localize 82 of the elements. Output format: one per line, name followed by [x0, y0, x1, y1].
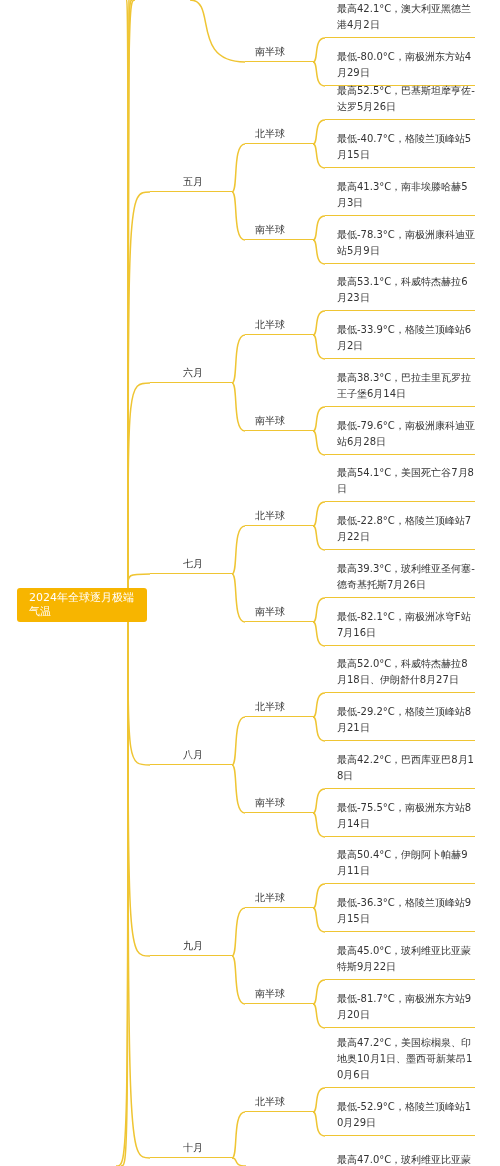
- month-label: 六月: [150, 366, 232, 383]
- record-label: 最低-22.8°C，格陵兰顶峰站7月22日: [325, 513, 475, 550]
- record-label: 最高39.3°C，玻利维亚圣何塞-德奇基托斯7月26日: [325, 561, 475, 598]
- connector-line: [231, 955, 246, 1005]
- connector-line: [312, 215, 326, 241]
- connector-line: [189, 0, 246, 63]
- connector-line: [312, 430, 326, 456]
- connector-line: [231, 525, 246, 575]
- month-label: 八月: [150, 748, 232, 765]
- connector-line: [231, 1157, 247, 1166]
- record-label: 最高53.1°C，科威特杰赫拉6月23日: [325, 274, 475, 311]
- connector-line: [312, 883, 326, 909]
- record-label: 最高38.3°C，巴拉圭里瓦罗拉王子堡6月14日: [325, 370, 475, 407]
- record-label: 最高47.2°C，美国棕榈泉、印地奥10月1日、墨西哥新莱昂10月6日: [325, 1035, 475, 1088]
- root-topic-box: 2024年全球逐月极端气温: [17, 588, 147, 622]
- hemisphere-label: 北半球: [245, 891, 313, 908]
- record-label: 最低-40.7°C，格陵兰顶峰站5月15日: [325, 131, 475, 168]
- hemisphere-label: 北半球: [245, 127, 313, 144]
- record-label: 最低-79.6°C，南极洲康科迪亚站6月28日: [325, 418, 475, 455]
- hemisphere-label: 南半球: [245, 605, 313, 622]
- record-label: 最低-81.7°C，南极洲东方站9月20日: [325, 991, 475, 1028]
- month-label: 九月: [150, 939, 232, 956]
- record-label: 最高52.5°C，巴基斯坦摩亨佐-达罗5月26日: [325, 83, 475, 120]
- connector-line: [231, 1111, 246, 1159]
- connector-line: [231, 907, 246, 957]
- connector-line: [312, 310, 326, 336]
- hemisphere-label: 南半球: [245, 796, 313, 813]
- connector-line: [231, 764, 246, 814]
- record-label: 最高52.0°C，科威特杰赫拉8月18日、伊朗舒什8月27日: [325, 656, 475, 693]
- month-label: 七月: [150, 557, 232, 574]
- record-label: 最高42.2°C，巴西库亚巴8月18日: [325, 752, 475, 789]
- record-label: 最低-82.1°C，南极洲冰穹F站7月16日: [325, 609, 475, 646]
- hemisphere-label: 北半球: [245, 318, 313, 335]
- connector-line: [312, 812, 326, 838]
- connector-line: [231, 191, 246, 241]
- hemisphere-label: 南半球: [245, 414, 313, 431]
- connector-line: [312, 907, 326, 933]
- month-label: 十月: [150, 1141, 232, 1158]
- connector-line: [231, 716, 246, 766]
- hemisphere-label: 南半球: [245, 45, 313, 62]
- hemisphere-label: 北半球: [245, 509, 313, 526]
- month-label: 五月: [150, 175, 232, 192]
- connector-line: [312, 525, 326, 551]
- connector-line: [312, 143, 326, 169]
- connector-line: [312, 979, 326, 1005]
- connector-line: [312, 61, 326, 87]
- connector-line: [312, 1111, 326, 1137]
- connector-line: [231, 143, 246, 193]
- connector-line: [312, 597, 326, 623]
- connector-line: [312, 239, 326, 265]
- hemisphere-label: 南半球: [245, 223, 313, 240]
- connector-line: [312, 1087, 326, 1113]
- connector-line: [231, 382, 246, 432]
- connector-line: [231, 573, 246, 623]
- hemisphere-label: 南半球: [245, 987, 313, 1004]
- hemisphere-label: 北半球: [245, 1095, 313, 1112]
- record-label: 最低-29.2°C，格陵兰顶峰站8月21日: [325, 704, 475, 741]
- connector-line: [312, 621, 326, 647]
- connector-line: [312, 1003, 326, 1029]
- record-label: 最低-36.3°C，格陵兰顶峰站9月15日: [325, 895, 475, 932]
- record-label: 最低-80.0°C，南极洲东方站4月29日: [325, 49, 475, 86]
- record-label: 最高47.0°C，玻利维亚比亚蒙: [325, 1153, 475, 1166]
- connector-line: [231, 334, 246, 384]
- record-label: 最低-33.9°C，格陵兰顶峰站6月2日: [325, 322, 475, 359]
- connector-line: [312, 501, 326, 527]
- connector-line: [312, 119, 326, 145]
- record-label: 最高50.4°C，伊朗阿卜帕赫9月11日: [325, 847, 475, 884]
- hemisphere-label: 北半球: [245, 700, 313, 717]
- record-label: 最高45.0°C，玻利维亚比亚蒙特斯9月22日: [325, 943, 475, 980]
- record-label: 最高42.1°C，澳大利亚黑德兰港4月2日: [325, 1, 475, 38]
- connector-line: [312, 692, 326, 718]
- record-label: 最低-78.3°C，南极洲康科迪亚站5月9日: [325, 227, 475, 264]
- connector-line: [312, 37, 326, 63]
- connector-line: [312, 406, 326, 432]
- record-label: 最高54.1°C，美国死亡谷7月8日: [325, 465, 475, 502]
- record-label: 最低-52.9°C，格陵兰顶峰站10月29日: [325, 1099, 475, 1136]
- connector-line: [312, 716, 326, 742]
- connector-line: [312, 334, 326, 360]
- connector-line: [127, 573, 151, 589]
- connector-line: [312, 788, 326, 814]
- record-label: 最低-75.5°C，南极洲东方站8月14日: [325, 800, 475, 837]
- record-label: 最高41.3°C，南非埃滕哈赫5月3日: [325, 179, 475, 216]
